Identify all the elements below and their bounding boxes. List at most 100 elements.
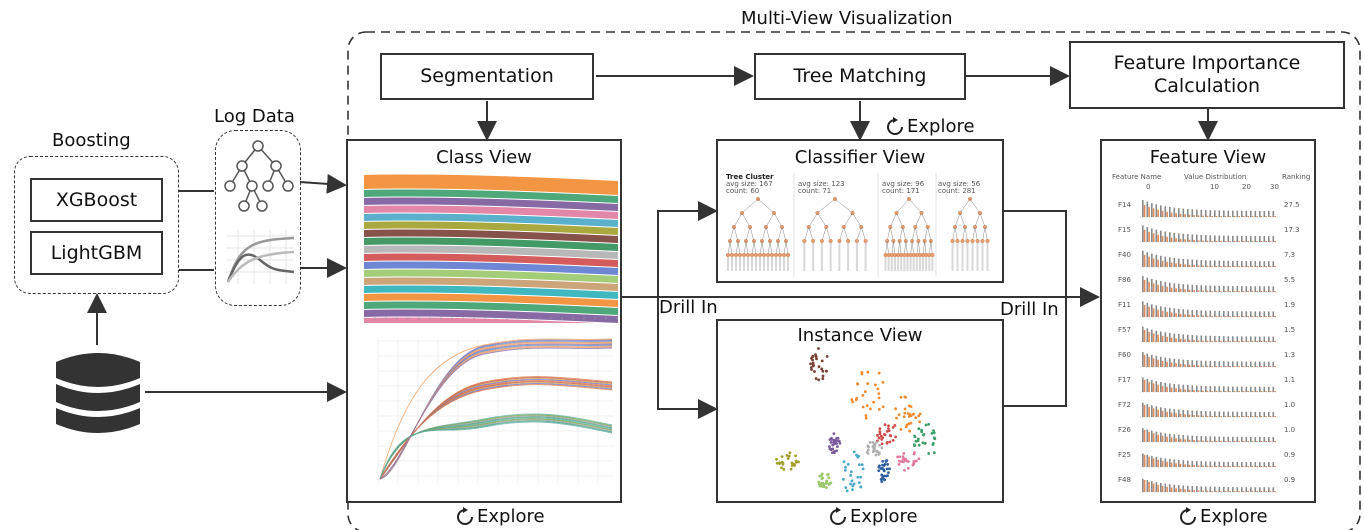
- value-bar-gray: [1178, 359, 1180, 367]
- value-bar-gray: [1173, 409, 1176, 417]
- explore-label: Explore: [850, 506, 918, 527]
- value-bar-orange: [1251, 316, 1254, 317]
- tree-edge: [769, 240, 773, 256]
- value-bar-gray: [1272, 236, 1275, 242]
- tree-leaf-bar: [771, 257, 773, 271]
- instance-point: [902, 451, 906, 455]
- value-bar-gray: [1205, 235, 1207, 242]
- feature-view-explore[interactable]: Explore: [1178, 506, 1268, 527]
- tree-edge: [741, 212, 751, 228]
- tree-edge: [834, 198, 853, 214]
- instance-point: [873, 383, 877, 387]
- value-bar-orange: [1206, 215, 1209, 217]
- value-bar-gray: [1209, 235, 1212, 242]
- value-bar-orange: [1188, 214, 1191, 217]
- value-bar-orange: [1184, 239, 1186, 242]
- value-bar-orange: [1197, 240, 1200, 242]
- value-bar-gray: [1142, 225, 1144, 242]
- tree-leaf-bar: [912, 257, 915, 271]
- database-icon: [56, 353, 140, 433]
- value-bar-gray: [1250, 411, 1252, 417]
- value-bar-orange: [1170, 437, 1173, 442]
- class-view-explore[interactable]: Explore: [455, 506, 545, 527]
- tree-edge: [765, 212, 775, 228]
- value-bar-gray: [1173, 434, 1176, 442]
- value-bar-gray: [1164, 307, 1167, 317]
- feature-name: F86: [1118, 276, 1131, 284]
- value-bar-gray: [1160, 306, 1162, 317]
- value-bar-orange: [1224, 341, 1227, 342]
- instance-point: [920, 430, 924, 434]
- value-bar-gray: [1245, 361, 1248, 367]
- class-curve: [379, 339, 613, 480]
- value-bar-gray: [1218, 285, 1221, 292]
- tree-edge: [759, 240, 763, 256]
- instance-point: [882, 469, 886, 473]
- tree-edge: [964, 226, 968, 242]
- instance-point: [868, 441, 872, 444]
- value-bar-orange: [1166, 411, 1168, 417]
- value-bar-gray: [1142, 250, 1144, 267]
- value-bar-gray: [1146, 480, 1149, 492]
- value-bar-orange: [1251, 391, 1254, 392]
- value-bar-gray: [1191, 360, 1194, 367]
- tree-leaf-bar: [928, 257, 931, 271]
- instance-point: [872, 447, 876, 451]
- instance-point: [856, 455, 860, 459]
- instance-point: [884, 459, 888, 463]
- value-bar-gray: [1191, 259, 1194, 267]
- value-bar-gray: [1155, 355, 1158, 367]
- instance-point: [825, 486, 828, 490]
- instance-point: [864, 416, 868, 420]
- axis-tick-3: 30: [1270, 183, 1279, 191]
- instance-view-explore[interactable]: Explore: [828, 506, 918, 527]
- value-bar-orange: [1152, 358, 1155, 367]
- instance-point: [842, 460, 846, 464]
- value-bar-gray: [1236, 461, 1239, 467]
- value-bar-gray: [1187, 284, 1189, 292]
- instance-point: [873, 442, 876, 446]
- tree-edge: [735, 240, 739, 256]
- value-bar-gray: [1223, 486, 1225, 492]
- tree-edge: [761, 226, 767, 242]
- value-bar-gray: [1241, 210, 1243, 217]
- tree-node: [737, 252, 742, 257]
- value-bar-orange: [1206, 290, 1209, 292]
- value-bar-gray: [1200, 335, 1203, 342]
- value-bar-gray: [1160, 331, 1162, 342]
- tree-leaf-bar: [931, 257, 934, 271]
- instance-point: [821, 374, 825, 378]
- classifier-view-explore[interactable]: Explore: [885, 116, 975, 137]
- tree-leaf-bar: [864, 243, 867, 271]
- value-bar-orange: [1157, 209, 1159, 217]
- instance-point: [825, 480, 828, 484]
- value-bar-gray: [1182, 208, 1185, 217]
- value-bar-orange: [1184, 339, 1186, 342]
- tree-edge: [761, 240, 765, 256]
- value-bar-gray: [1227, 210, 1230, 217]
- tree-leaf-bar: [820, 243, 823, 271]
- value-bar-gray: [1142, 352, 1144, 367]
- value-bar-orange: [1220, 441, 1222, 442]
- tree-edge: [959, 198, 971, 214]
- value-bar-gray: [1164, 332, 1167, 342]
- explore-label: Explore: [907, 116, 975, 137]
- value-bar-gray: [1182, 384, 1185, 392]
- value-bar-gray: [1245, 386, 1248, 392]
- instance-point: [814, 377, 818, 380]
- value-bar-gray: [1187, 410, 1189, 417]
- value-bar-orange: [1242, 291, 1245, 292]
- value-bar-gray: [1254, 236, 1257, 242]
- instance-point: [909, 414, 913, 418]
- value-bar-gray: [1196, 209, 1198, 217]
- value-bar-orange: [1193, 415, 1195, 417]
- class-stripe: [364, 301, 618, 315]
- value-bar-gray: [1241, 436, 1243, 442]
- value-bar-gray: [1227, 260, 1230, 267]
- tree-edge: [783, 240, 787, 256]
- tree-edge: [839, 226, 844, 242]
- value-bar-orange: [1224, 466, 1227, 467]
- instance-point: [877, 469, 881, 473]
- value-bar-gray: [1191, 309, 1194, 317]
- tree-edge: [962, 226, 966, 242]
